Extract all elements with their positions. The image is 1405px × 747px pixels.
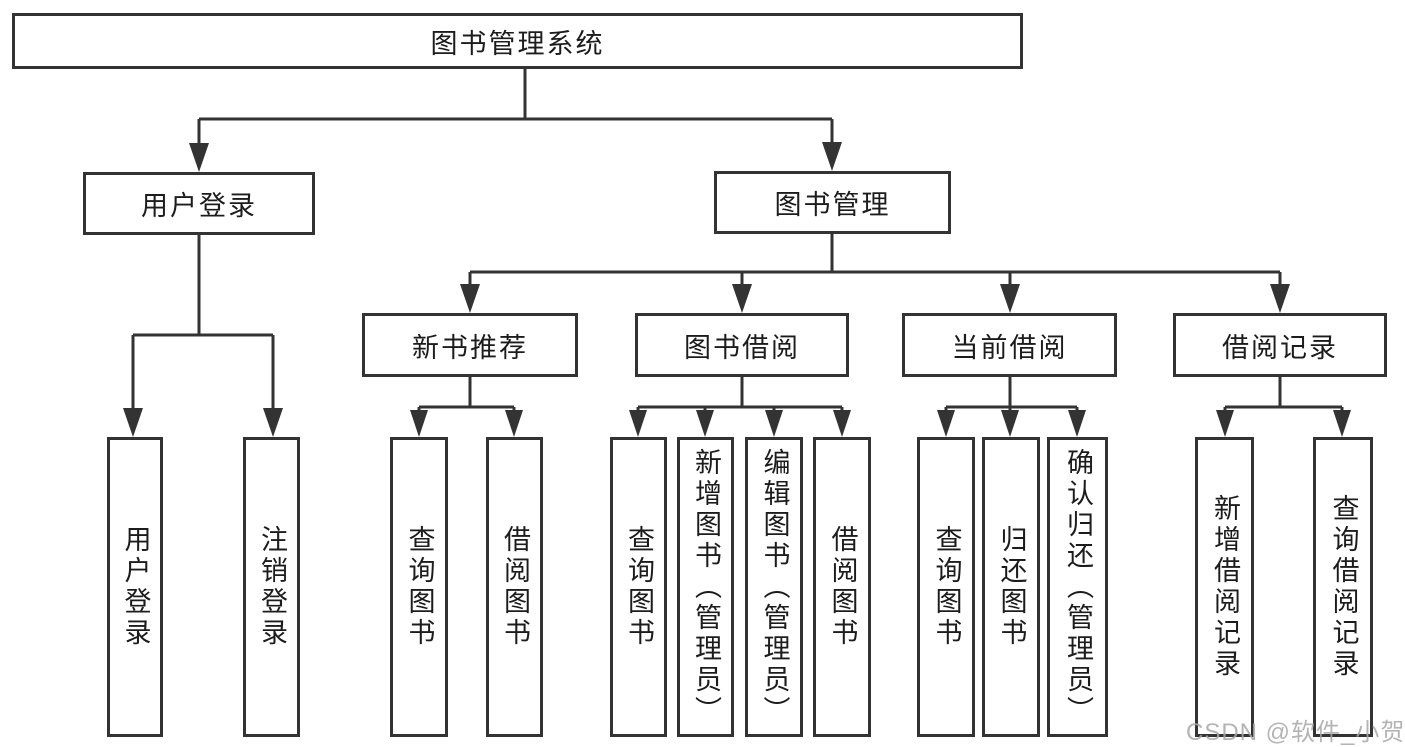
- node-label: 新增图书（管理员）: [691, 447, 721, 727]
- node-label: 图书借阅: [684, 332, 800, 363]
- connector-book-borrow-to-leaves: [629, 377, 851, 437]
- connector-current-borrow-to-leaves: [937, 377, 1086, 437]
- node-user-login: 用户登录: [83, 172, 315, 235]
- node-label: 新书推荐: [412, 332, 528, 363]
- node-label: 借阅图书: [500, 525, 530, 649]
- node-label: 图书管理系统: [430, 28, 605, 59]
- leaf-edit-book-admin: 编辑图书（管理员）: [745, 437, 803, 737]
- node-label: 确认归还（管理员）: [1063, 447, 1093, 727]
- leaf-add-book-admin: 新增图书（管理员）: [677, 437, 734, 737]
- leaf-confirm-return-admin: 确认归还（管理员）: [1047, 437, 1108, 737]
- leaf-borrow-books-recommend: 借阅图书: [486, 437, 543, 737]
- node-label: 归还图书: [996, 525, 1027, 649]
- node-label: 借阅图书: [827, 525, 858, 649]
- node-label: 借阅记录: [1222, 332, 1338, 363]
- leaf-logout: 注销登录: [243, 437, 300, 737]
- node-current-borrow: 当前借阅: [902, 313, 1117, 377]
- node-library-management-system: 图书管理系统: [12, 13, 1023, 69]
- node-label: 注销登录: [257, 525, 287, 649]
- node-label: 查询图书: [404, 525, 435, 649]
- node-borrow-records: 借阅记录: [1173, 313, 1387, 377]
- leaf-query-books-borrow: 查询图书: [610, 437, 667, 737]
- leaf-query-books-current: 查询图书: [917, 437, 975, 737]
- node-label: 用户登录: [141, 191, 257, 221]
- node-book-borrow: 图书借阅: [635, 313, 849, 377]
- connector-book-management-to-level3: [460, 234, 1290, 313]
- leaf-query-borrow-record: 查询借阅记录: [1313, 437, 1373, 737]
- node-label: 查询图书: [624, 525, 654, 649]
- leaf-query-books-recommend: 查询图书: [390, 437, 448, 737]
- connector-borrow-records-to-leaves: [1216, 377, 1351, 437]
- node-label: 当前借阅: [951, 332, 1068, 363]
- node-book-management: 图书管理: [714, 171, 951, 234]
- node-label: 查询借阅记录: [1328, 494, 1359, 680]
- leaf-borrow-books-borrow: 借阅图书: [813, 437, 871, 737]
- leaf-user-login: 用户登录: [107, 437, 163, 737]
- connector-user-login-to-leaves: [123, 235, 283, 437]
- csdn-watermark: CSDN @软件_小贺同学: [1186, 719, 1405, 746]
- leaf-return-book: 归还图书: [982, 437, 1040, 737]
- connector-root-to-level2: [189, 69, 842, 172]
- leaf-add-borrow-record: 新增借阅记录: [1195, 437, 1254, 737]
- connector-new-book-recommend-to-leaves: [410, 377, 523, 437]
- node-label: 用户登录: [120, 525, 151, 649]
- node-label: 新增借阅记录: [1210, 494, 1240, 680]
- node-label: 查询图书: [931, 525, 962, 649]
- node-label: 图书管理: [774, 190, 891, 220]
- node-label: 编辑图书（管理员）: [759, 447, 790, 727]
- node-new-book-recommend: 新书推荐: [362, 313, 578, 377]
